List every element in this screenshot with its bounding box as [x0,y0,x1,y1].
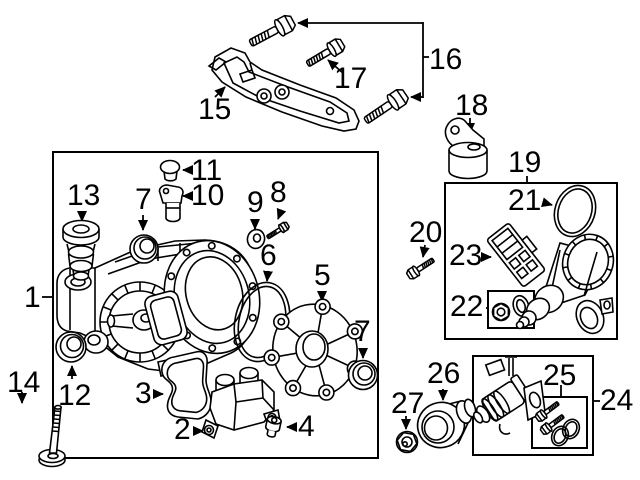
callout-16: 16 [429,43,463,76]
bolt-14 [39,406,65,467]
control-unit-23 [486,219,550,287]
group-box-19 [445,183,617,339]
callout-19: 19 [508,146,542,179]
seal-7-right [349,361,378,390]
leader-lines [17,18,600,436]
callout-2: 2 [174,413,191,446]
bolt-kit-25 [533,398,582,448]
seal-12 [56,332,86,362]
callout-21: 21 [508,184,542,217]
bolt-20 [404,254,437,282]
o-ring-21 [548,180,602,242]
callout-17: 17 [334,62,368,95]
rear-cover-5 [264,296,365,403]
callout-18: 18 [455,89,489,122]
callout-23: 23 [449,239,483,272]
group-box-25 [532,397,587,448]
breather-cap-18 [445,118,487,178]
callout-27: 27 [391,387,425,420]
callout-8: 8 [270,176,287,209]
bolt-16-upper [245,12,298,53]
actuator-assembly-19 [517,227,622,338]
crossmember-15 [209,48,359,131]
bushing-13 [63,221,99,281]
callout-25: 25 [543,359,577,392]
callout-1: 1 [24,281,41,314]
callout-14: 14 [7,366,41,399]
boot-26 [412,396,478,453]
callout-7-right: 7 [354,315,371,348]
callout-20: 20 [409,216,443,249]
washer-9 [245,228,266,251]
gasket-3 [162,352,211,419]
callout-24: 24 [600,384,634,417]
plug-11 [161,161,180,181]
callout-12: 12 [58,379,92,412]
callout-10: 10 [191,179,225,212]
seal-7-left [130,235,158,263]
callout-22: 22 [450,290,484,323]
seal-kit-22 [493,294,532,321]
callout-4: 4 [298,410,315,443]
plug-4 [264,415,282,438]
callout-6: 6 [260,239,277,272]
group-box-1 [53,152,378,458]
callout-26: 26 [427,357,461,390]
bolt-16-lower [359,85,412,130]
callout-9: 9 [247,186,264,219]
nut-27 [397,432,418,453]
callout-15: 15 [198,93,232,126]
sensor-10 [159,185,182,222]
callout-3: 3 [135,377,152,410]
callout-11: 11 [191,154,223,187]
control-module-2 [202,368,280,439]
callout-7-left: 7 [135,183,152,216]
actuator-motor-24 [467,357,545,434]
callout-5: 5 [314,259,331,292]
differential-housing-1 [57,230,272,376]
callout-13: 13 [67,179,101,212]
